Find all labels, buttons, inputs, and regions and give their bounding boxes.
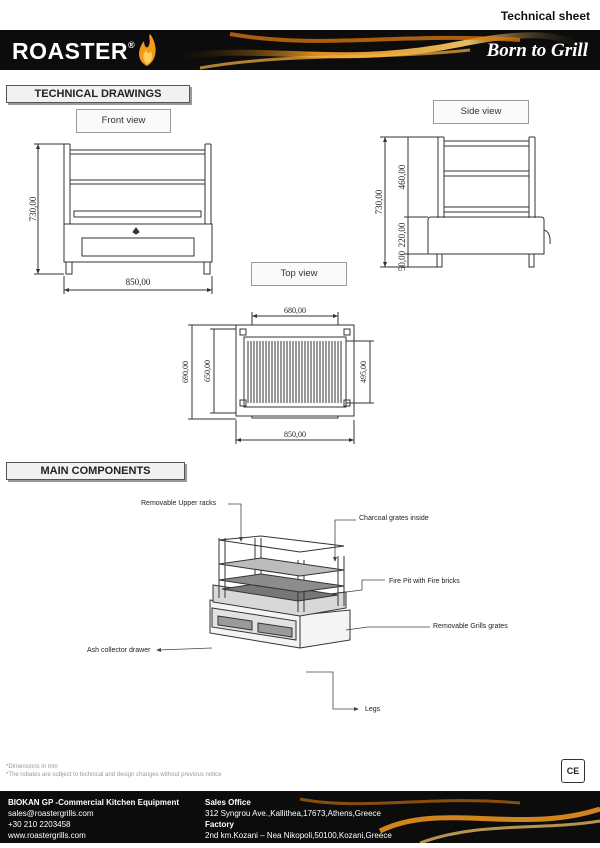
- footer-email[interactable]: sales@roastergrills.com: [8, 809, 94, 818]
- dim-side-middle: 220,00: [397, 222, 407, 247]
- section-technical-drawings: TECHNICAL DRAWINGS: [6, 85, 190, 103]
- footer-sales-address: 312 Syngrou Ave.,Kallithea,17673,Athens,…: [205, 809, 381, 818]
- footer-addresses: Sales Office 312 Syngrou Ave.,Kallithea,…: [205, 797, 392, 841]
- flame-streaks: [159, 32, 600, 70]
- callout-upper-racks: Removable Upper racks: [141, 500, 217, 507]
- brand-logo: ROASTER®: [12, 38, 135, 65]
- footer-website[interactable]: www.roastergrills.com: [8, 831, 86, 840]
- front-view-drawing: [34, 143, 213, 294]
- brand-tagline: Born to Grill: [486, 40, 588, 61]
- side-view-label: Side view: [433, 100, 529, 124]
- side-view-drawing: [380, 136, 551, 268]
- components-illustration: [156, 503, 430, 711]
- dim-side-legs: 50,00: [397, 250, 407, 271]
- document-title: Technical sheet: [500, 9, 590, 23]
- dim-top-grill-depth: 495,00: [359, 361, 368, 383]
- top-view-drawing: [188, 312, 374, 444]
- callout-fire-pit: Fire Pit with Fire bricks: [389, 578, 460, 585]
- callout-grill-grates: Removable Grills grates: [433, 623, 508, 630]
- note-dimensions: *Dimensions in mm: [6, 764, 58, 770]
- header-banner: ROASTER® Born to Grill: [0, 30, 600, 70]
- dim-top-inner-depth: 650,00: [203, 360, 212, 382]
- callout-legs: Legs: [365, 706, 381, 713]
- dim-top-width: 850,00: [284, 430, 306, 439]
- flame-icon: [139, 34, 156, 66]
- footer-sales-title: Sales Office: [205, 798, 251, 807]
- note-changes: *The robates are subject to technical an…: [6, 772, 222, 778]
- dim-front-width: 850,00: [126, 277, 151, 287]
- brand-name: ROASTER: [12, 38, 128, 64]
- technical-drawings: 730,00 850,00 730,00 460,00 220,00 50,00…: [28, 136, 551, 444]
- footer-company: BIOKAN GP -Commercial Kitchen Equipment: [8, 798, 179, 807]
- ce-mark: CE: [561, 759, 585, 783]
- footer-factory-address: 2nd km.Kozani – Nea Nikopoli,50100,Kozan…: [205, 831, 392, 840]
- footer-banner: BIOKAN GP -Commercial Kitchen Equipment …: [0, 791, 600, 843]
- dim-side-upper: 460,00: [397, 164, 407, 189]
- section-main-components: MAIN COMPONENTS: [6, 462, 185, 480]
- top-view-label: Top view: [251, 262, 347, 286]
- footer-phone: +30 210 2203458: [8, 820, 71, 829]
- dim-top-outer-depth: 690,00: [181, 361, 190, 383]
- grill-bars: [247, 341, 342, 403]
- front-view-label: Front view: [76, 109, 171, 133]
- footer-factory-title: Factory: [205, 820, 234, 829]
- footer-contact: BIOKAN GP -Commercial Kitchen Equipment …: [8, 797, 179, 841]
- dim-front-height: 730,00: [28, 196, 38, 221]
- footer-flame-streaks: [299, 797, 600, 843]
- brand-registered-mark: ®: [127, 40, 136, 50]
- dim-top-inner-width: 680,00: [284, 306, 306, 315]
- callout-charcoal-grates: Charcoal grates inside: [359, 515, 429, 522]
- callout-ash-drawer: Ash collector drawer: [87, 647, 151, 654]
- dim-side-total: 730,00: [374, 189, 384, 214]
